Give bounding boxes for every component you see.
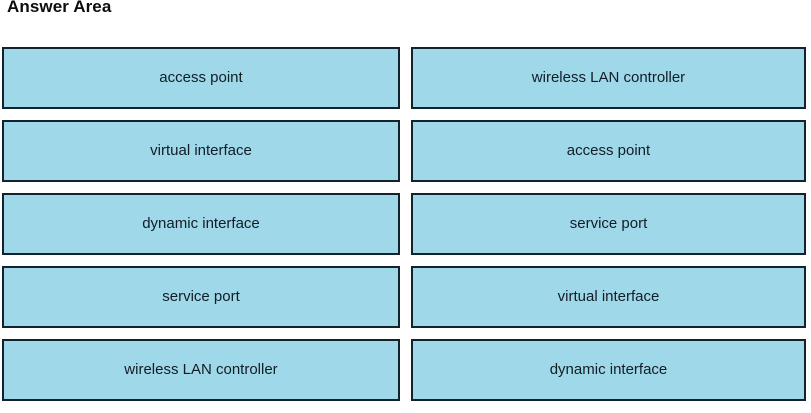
option-box-left-4[interactable]: service port bbox=[2, 266, 400, 328]
option-box-left-5[interactable]: wireless LAN controller bbox=[2, 339, 400, 401]
option-label: dynamic interface bbox=[142, 215, 260, 232]
option-label: wireless LAN controller bbox=[124, 361, 278, 378]
right-column: wireless LAN controller access point ser… bbox=[411, 47, 806, 401]
option-box-right-3[interactable]: service port bbox=[411, 193, 806, 255]
option-box-left-2[interactable]: virtual interface bbox=[2, 120, 400, 182]
option-label: dynamic interface bbox=[549, 361, 668, 378]
option-label: service port bbox=[569, 215, 648, 232]
option-box-right-2[interactable]: access point bbox=[411, 120, 806, 182]
option-label: service port bbox=[162, 288, 240, 305]
option-box-left-1[interactable]: access point bbox=[2, 47, 400, 109]
left-column: access point virtual interface dynamic i… bbox=[2, 47, 400, 401]
option-label: virtual interface bbox=[557, 288, 660, 305]
option-box-right-5[interactable]: dynamic interface bbox=[411, 339, 806, 401]
page-title: Answer Area bbox=[7, 0, 112, 16]
option-box-left-3[interactable]: dynamic interface bbox=[2, 193, 400, 255]
option-box-right-4[interactable]: virtual interface bbox=[411, 266, 806, 328]
option-label: access point bbox=[159, 69, 243, 86]
option-label: wireless LAN controller bbox=[531, 69, 686, 86]
option-box-right-1[interactable]: wireless LAN controller bbox=[411, 47, 806, 109]
option-label: virtual interface bbox=[150, 142, 252, 159]
option-label: access point bbox=[566, 142, 651, 159]
